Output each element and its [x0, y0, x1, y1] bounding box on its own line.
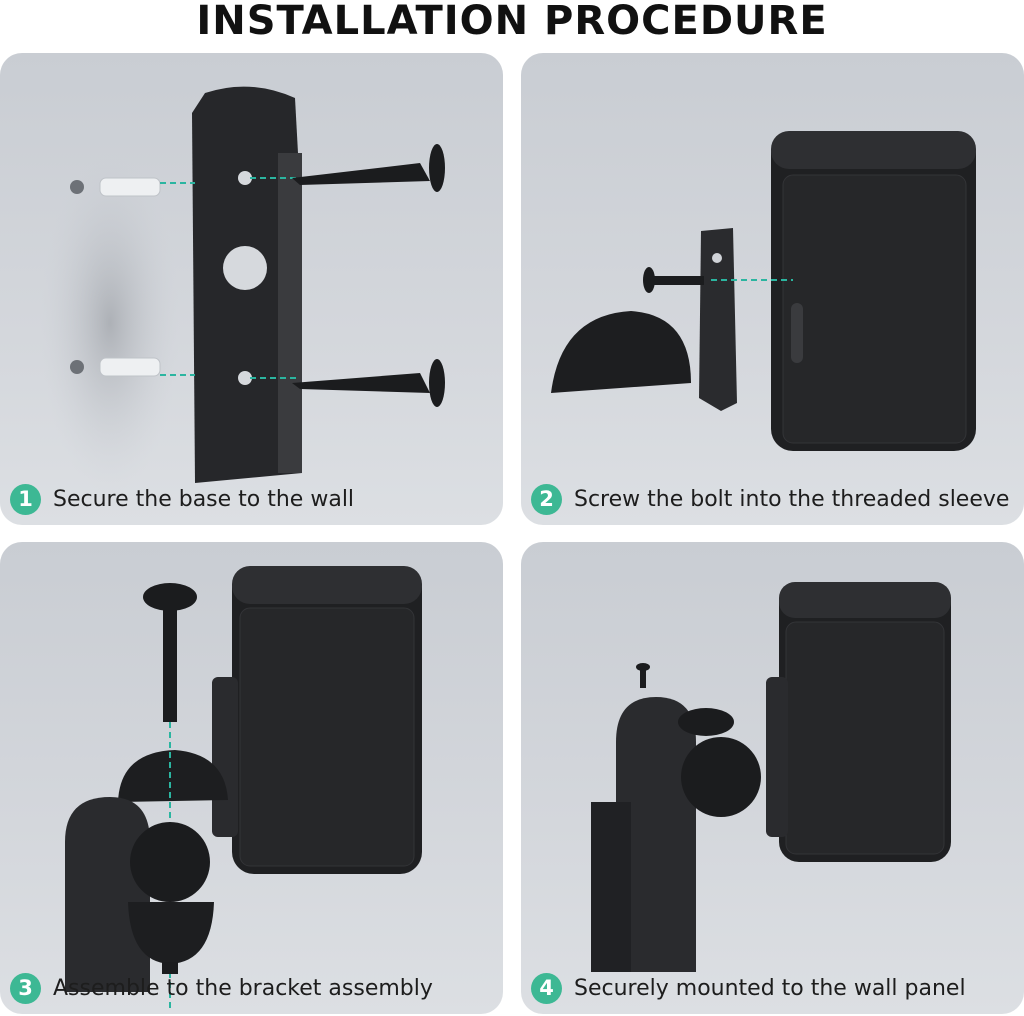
- step-number-badge: 2: [531, 483, 562, 515]
- step-number-badge: 3: [10, 972, 41, 1004]
- bolt-threaded-sleeve-illustration: [551, 131, 976, 451]
- step-1-caption: 1 Secure the base to the wall: [10, 481, 354, 517]
- step-caption-text: Screw the bolt into the threaded sleeve: [574, 486, 1010, 512]
- wall-base-screws-illustration: [40, 86, 445, 493]
- step-2-panel: 2 Screw the bolt into the threaded sleev…: [521, 53, 1024, 525]
- bracket-assembly-illustration: [65, 566, 422, 1010]
- mounted-speaker-illustration: [591, 582, 951, 972]
- step-caption-text: Secure the base to the wall: [53, 486, 355, 512]
- step-caption-text: Securely mounted to the wall panel: [574, 975, 966, 1001]
- step-2-caption: 2 Screw the bolt into the threaded sleev…: [531, 481, 1009, 517]
- step-caption-text: Assemble to the bracket assembly: [53, 975, 433, 1001]
- step-4-panel: 4 Securely mounted to the wall panel: [521, 542, 1024, 1014]
- step-1-panel: 1 Secure the base to the wall: [0, 53, 503, 525]
- step-3-caption: 3 Assemble to the bracket assembly: [10, 970, 433, 1006]
- step-number-badge: 1: [10, 483, 41, 515]
- step-3-panel: 3 Assemble to the bracket assembly: [0, 542, 503, 1014]
- step-number-badge: 4: [531, 972, 562, 1004]
- page-title: INSTALLATION PROCEDURE: [196, 0, 828, 44]
- step-4-caption: 4 Securely mounted to the wall panel: [531, 970, 966, 1006]
